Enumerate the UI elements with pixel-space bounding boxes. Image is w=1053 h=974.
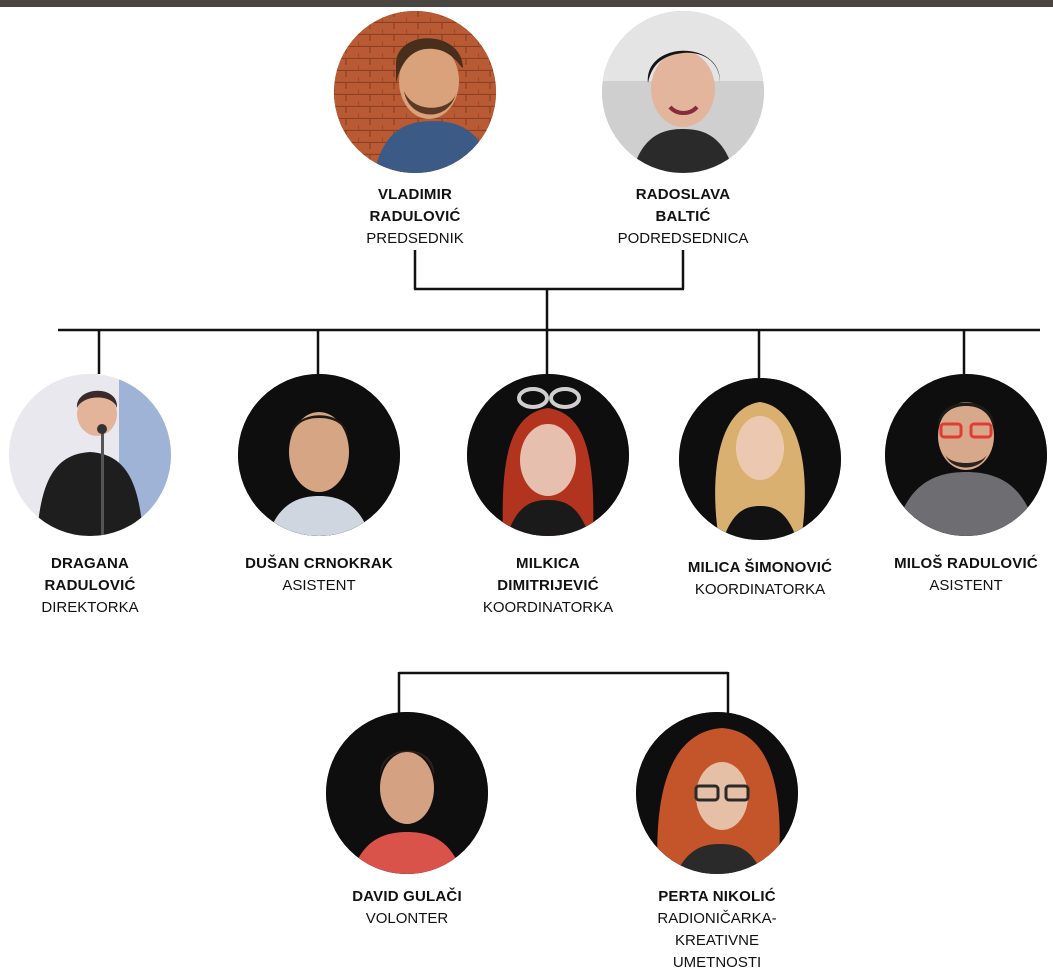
member-caption: MILKICA DIMITRIJEVIĆ KOORDINATORKA	[438, 553, 658, 619]
member-name: MILICA ŠIMONOVIĆ	[687, 559, 833, 576]
member-role: KOORDINATORKA	[482, 599, 614, 616]
member-role: PREDSEDNIK	[366, 230, 464, 247]
top-bar	[0, 0, 1053, 7]
member-role: VOLONTER	[365, 910, 449, 927]
photo-woman-microphone-stage	[9, 374, 171, 536]
member-role: PODREDSEDNICA	[617, 230, 749, 247]
member-role: ASISTENT	[929, 577, 1003, 594]
photo-young-man-red-shirt	[326, 712, 488, 874]
avatar	[885, 374, 1047, 536]
member-name: DUŠAN CRNOKRAK	[245, 555, 393, 572]
member-caption: DUŠAN CRNOKRAK ASISTENT	[209, 553, 429, 597]
member-name: VLADIMIR RADULOVIĆ	[369, 186, 461, 225]
photo-man-beard-brick-wall	[334, 11, 496, 173]
photo-man-short-hair	[238, 374, 400, 536]
member-name: PERTA NIKOLIĆ	[658, 888, 776, 905]
member-caption: MILOŠ RADULOVIĆ ASISTENT	[856, 553, 1053, 597]
photo-woman-red-hair-glasses-on-head	[467, 374, 629, 536]
member-name: RADOSLAVA BALTIĆ	[635, 186, 731, 225]
member-caption: RADOSLAVA BALTIĆ PODREDSEDNICA	[573, 184, 793, 250]
member-caption: DAVID GULAČI VOLONTER	[297, 886, 517, 930]
member-caption: PERTA NIKOLIĆ RADIONIČARKA-KREATIVNE UME…	[607, 886, 827, 974]
photo-woman-glasses-red-hair	[636, 712, 798, 874]
avatar	[467, 374, 629, 536]
member-name: MILKICA DIMITRIJEVIĆ	[497, 555, 599, 594]
avatar	[9, 374, 171, 536]
member-caption: DRAGANA RADULOVIĆ DIREKTORKA	[0, 553, 200, 619]
photo-man-red-glasses	[885, 374, 1047, 536]
photo-woman-blonde-long-hair	[679, 378, 841, 540]
member-name: DAVID GULAČI	[352, 888, 462, 905]
member-role: DIREKTORKA	[41, 599, 139, 616]
member-caption: MILICA ŠIMONOVIĆ KOORDINATORKA	[650, 557, 870, 601]
member-name: MILOŠ RADULOVIĆ	[894, 555, 1038, 572]
avatar	[238, 374, 400, 536]
member-role: KOORDINATORKA	[694, 581, 826, 598]
photo-woman-smiling-car	[602, 11, 764, 173]
avatar	[679, 378, 841, 540]
avatar	[602, 11, 764, 173]
member-caption: VLADIMIR RADULOVIĆ PREDSEDNIK	[305, 184, 525, 250]
member-role: ASISTENT	[282, 577, 356, 594]
member-role: RADIONIČARKA-KREATIVNE UMETNOSTI	[657, 910, 777, 971]
avatar	[334, 11, 496, 173]
avatar	[326, 712, 488, 874]
member-name: DRAGANA RADULOVIĆ	[44, 555, 136, 594]
avatar	[636, 712, 798, 874]
